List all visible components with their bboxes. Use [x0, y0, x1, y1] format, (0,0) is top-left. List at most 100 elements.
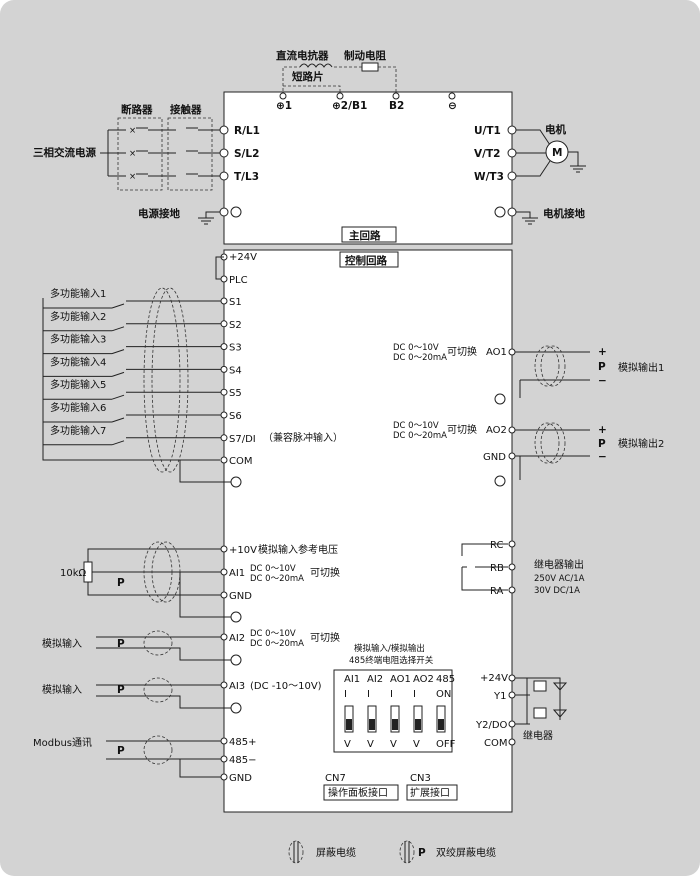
input-term-r: R/L1 [234, 125, 260, 137]
ao2-minus: − [598, 451, 607, 463]
ai2-range-a: DC 0～10V [250, 629, 296, 639]
brake-resistor-label: 制动电阻 [344, 49, 386, 62]
control-circuit: 控制回路 +24V PLC 多功能输入1S1多功能输入2S2多功能输入3S3多功… [33, 249, 664, 813]
dc-term-4: ⊖ [448, 100, 457, 112]
di-label-2: 多功能输入2 [50, 310, 106, 323]
main-circuit: 直流电抗器 制动电阻 短路片 ⊕1 ⊕2/B1 B2 ⊖ 断路器 接触器 三相交… [33, 49, 586, 245]
ai1-switchable: 可切换 [310, 566, 340, 579]
dip-title-2: 485终端电阻选择开关 [349, 655, 434, 666]
dip-name-3: AO2 [413, 674, 434, 685]
dip-title-1: 模拟输入/模拟输出 [354, 643, 425, 654]
di-terminal-7 [220, 434, 228, 442]
legend-twisted: 双绞屏蔽电缆 [436, 846, 496, 859]
term-plc: PLC [229, 275, 248, 286]
analog-output-1: 模拟输出1 [618, 361, 664, 374]
ai2-switchable: 可切换 [310, 631, 340, 644]
di-term-5: S5 [229, 388, 242, 399]
power-ground-label: 电源接地 [138, 207, 180, 220]
input-term-t: T/L3 [234, 171, 259, 183]
ao1-switchable: 可切换 [447, 345, 477, 358]
term-gnd-ao: GND [483, 452, 506, 463]
contactor-label: 接触器 [170, 103, 202, 116]
ao2-range-a: DC 0～10V [393, 421, 439, 431]
analog-output-2: 模拟输出2 [618, 437, 664, 450]
motor-symbol: M [552, 147, 562, 159]
s7-note: （兼容脉冲输入） [263, 431, 343, 444]
ref-note: 模拟输入参考电压 [258, 543, 338, 556]
twisted-cable-icon [399, 840, 415, 864]
output-term-v: V/T2 [474, 148, 500, 160]
di-shield-cable [143, 287, 181, 473]
ao1-range-b: DC 0～20mA [393, 353, 447, 363]
term-com: COM [229, 456, 252, 467]
di-terminal-1 [220, 297, 228, 305]
dip-bottom-1: V [367, 739, 374, 750]
dip-knob-4 [438, 719, 444, 730]
di-wire-7 [43, 437, 221, 446]
cn3-box [406, 784, 458, 801]
ao2-range-b: DC 0～20mA [393, 431, 447, 441]
term-y1: Y1 [493, 691, 506, 702]
di-label-6: 多功能输入6 [50, 401, 106, 414]
dc-term-3: B2 [389, 100, 404, 112]
di-wire-5 [43, 391, 221, 400]
relay-coil-1-icon [533, 680, 547, 692]
di-term-3: S3 [229, 343, 242, 354]
di-wire-6 [43, 414, 221, 423]
dip-bottom-2: V [390, 739, 397, 750]
relay-output-title: 继电器输出 [534, 558, 584, 571]
breaker-label: 断路器 [121, 103, 153, 116]
dip-top-4: ON [436, 689, 451, 700]
motor-label: 电机 [545, 123, 566, 136]
di-wire-3 [43, 346, 221, 355]
ai2-analog-input: 模拟输入 [42, 637, 82, 650]
di-terminal-5 [220, 388, 228, 396]
ai1-range-a: DC 0～10V [250, 564, 296, 574]
di-label-5: 多功能输入5 [50, 378, 106, 391]
ao1-minus: − [598, 375, 607, 387]
term-rc: RC [490, 540, 503, 551]
term-rb: RB [490, 563, 504, 574]
modbus-label: Modbus通讯 [33, 737, 92, 749]
term-24v: +24V [229, 252, 257, 263]
svg-text:×: × [129, 126, 136, 136]
dip-top-0: I [344, 689, 347, 700]
di-term-6: S6 [229, 411, 242, 422]
reactor-coil [299, 63, 333, 68]
di-wire-2 [43, 323, 221, 332]
dc-term-2: ⊕2/B1 [332, 100, 367, 112]
dip-name-1: AI2 [367, 674, 383, 685]
brake-resistor [361, 62, 379, 72]
term-y-com: COM [484, 738, 507, 749]
term-ai3: AI3 [229, 681, 245, 692]
di-term-7: S7/DI [229, 434, 256, 445]
main-circuit-box [223, 91, 513, 245]
cn7-box [323, 784, 399, 801]
term-y2-do: Y2/DO [475, 720, 508, 731]
relay-coil-2-icon [533, 707, 547, 719]
shielded-cable-icon [288, 840, 304, 864]
term-gnd-1: GND [229, 591, 252, 602]
digital-inputs: 多功能输入1S1多功能输入2S2多功能输入3S3多功能输入4S4多功能输入5S5… [42, 287, 256, 461]
main-circuit-title: 主回路 [349, 229, 381, 242]
term-ao1: AO1 [486, 347, 507, 358]
dip-name-2: AO1 [390, 674, 411, 685]
output-term-u: U/T1 [474, 125, 501, 137]
relay-label: 继电器 [523, 729, 553, 742]
power-source-label: 三相交流电源 [33, 146, 96, 159]
dip-knob-0 [346, 719, 352, 730]
dip-name-4: 485 [436, 674, 455, 685]
ai3-range: (DC -10～10V) [250, 681, 322, 692]
cn3-label: CN3 [410, 773, 431, 784]
control-circuit-title-box [339, 251, 399, 268]
term-ao2: AO2 [486, 425, 507, 436]
motor-ground-term-icon [516, 211, 538, 225]
diode-icons [552, 682, 568, 718]
term-10v: +10V [229, 545, 257, 556]
di-terminal-4 [220, 365, 228, 373]
di-term-2: S2 [229, 320, 242, 331]
di-label-7: 多功能输入7 [50, 424, 106, 437]
reactor-label: 直流电抗器 [276, 49, 329, 62]
